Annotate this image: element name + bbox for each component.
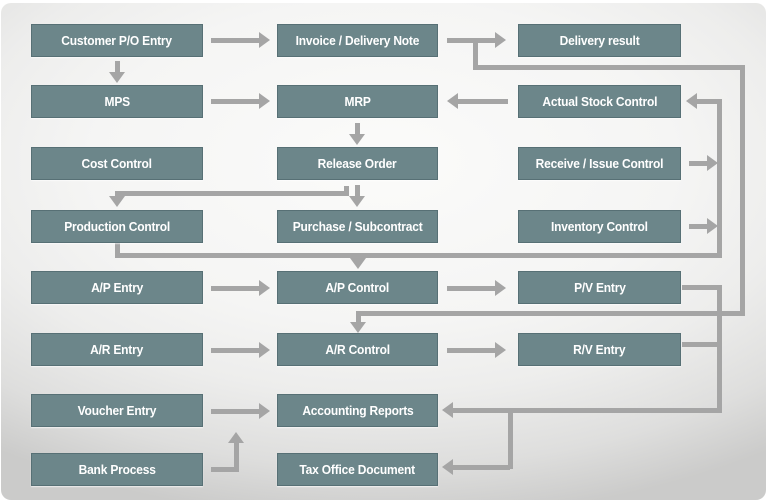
edge-po-mps-segment bbox=[115, 61, 120, 72]
edge-receive-bus-arrowhead bbox=[707, 155, 718, 171]
edge-release-purchase-segment bbox=[355, 185, 360, 196]
node-label-actual-stock-control: Actual Stock Control bbox=[542, 94, 657, 109]
edge-mrp-release-segment bbox=[355, 123, 360, 134]
edge-release-production-arrowhead bbox=[109, 196, 125, 207]
bus-into-ap-arrowhead bbox=[350, 258, 366, 269]
node-label-invoice-delivery-note: Invoice / Delivery Note bbox=[295, 33, 420, 48]
edge-bank-voucher-arrowhead bbox=[228, 432, 244, 443]
node-production-control: Production Control bbox=[31, 210, 203, 243]
edge-bank-voucher-run bbox=[211, 467, 239, 472]
diagram-card: Customer P/O Entry Invoice / Delivery Not… bbox=[1, 3, 766, 500]
node-label-release-order: Release Order bbox=[318, 156, 397, 171]
node-label-rv-entry: R/V Entry bbox=[573, 342, 626, 357]
edge-po-invoice-segment bbox=[211, 38, 259, 43]
node-label-customer-po-entry: Customer P/O Entry bbox=[61, 33, 173, 48]
node-label-ap-entry: A/P Entry bbox=[90, 280, 144, 295]
node-invoice-delivery-note: Invoice / Delivery Note bbox=[277, 24, 438, 57]
edge-stock-mrp-arrowhead bbox=[447, 93, 458, 109]
edge-receive-bus-segment bbox=[689, 161, 707, 166]
node-label-voucher-entry: Voucher Entry bbox=[77, 403, 157, 418]
node-label-inventory-control: Inventory Control bbox=[551, 219, 648, 234]
node-label-ap-control: A/P Control bbox=[325, 280, 390, 295]
node-label-tax-office-document: Tax Office Document bbox=[299, 462, 416, 477]
edge-release-purchase-arrowhead bbox=[349, 196, 365, 207]
bus-right-vertical bbox=[717, 99, 722, 257]
edge-mps-mrp-segment bbox=[211, 99, 259, 104]
node-label-pv-entry: P/V Entry bbox=[573, 280, 626, 295]
node-label-ar-entry: A/R Entry bbox=[90, 342, 144, 357]
bus-lower-run bbox=[115, 253, 722, 258]
node-label-production-control: Production Control bbox=[64, 219, 170, 234]
node-customer-po-entry: Customer P/O Entry bbox=[31, 24, 203, 57]
edge-apcontrol-pv-arrowhead bbox=[495, 280, 506, 296]
node-cost-control: Cost Control bbox=[31, 147, 203, 180]
edge-invoice-ar-drop bbox=[473, 38, 478, 69]
edge-tax-branch-vertical bbox=[508, 408, 513, 469]
node-tax-office-document: Tax Office Document bbox=[277, 453, 438, 486]
edge-po-mps-arrowhead bbox=[109, 72, 125, 83]
edge-stock-mrp-segment bbox=[458, 99, 508, 104]
edge-apcontrol-pv-segment bbox=[447, 286, 495, 291]
edge-invoice-ar-left-run bbox=[356, 311, 745, 316]
edge-tax-branch-arrowhead bbox=[442, 459, 453, 475]
node-label-purchase-subcontract: Purchase / Subcontract bbox=[292, 219, 423, 234]
edge-release-production-run bbox=[115, 191, 349, 196]
bus-into-stock-arrowhead bbox=[686, 93, 697, 109]
edge-voucher-accounting-arrowhead bbox=[259, 403, 270, 419]
edge-mrp-release-arrowhead bbox=[349, 134, 365, 145]
node-label-accounting-reports: Accounting Reports bbox=[301, 403, 414, 418]
node-inventory-control: Inventory Control bbox=[518, 210, 681, 243]
node-delivery-result: Delivery result bbox=[518, 24, 681, 57]
node-pv-entry: P/V Entry bbox=[518, 271, 681, 304]
node-purchase-subcontract: Purchase / Subcontract bbox=[277, 210, 438, 243]
node-receive-issue-control: Receive / Issue Control bbox=[518, 147, 681, 180]
node-mrp: MRP bbox=[277, 85, 438, 118]
node-release-order: Release Order bbox=[277, 147, 438, 180]
node-ar-entry: A/R Entry bbox=[31, 333, 203, 366]
node-actual-stock-control: Actual Stock Control bbox=[518, 85, 681, 118]
edge-voucher-accounting-segment bbox=[211, 409, 259, 414]
edge-tax-branch-run bbox=[453, 465, 510, 470]
edge-bank-voucher-vertical bbox=[234, 443, 239, 472]
edge-apentry-apcontrol-arrowhead bbox=[259, 280, 270, 296]
node-ap-control: A/P Control bbox=[277, 271, 438, 304]
edge-invoice-delivery-segment bbox=[447, 38, 495, 43]
edge-mps-mrp-arrowhead bbox=[259, 93, 270, 109]
node-bank-process: Bank Process bbox=[31, 453, 203, 486]
edge-invoice-ar-right-run bbox=[740, 65, 745, 316]
edge-into-accounting-arrowhead bbox=[442, 402, 453, 418]
edge-arcontrol-rv-segment bbox=[447, 348, 495, 353]
edge-arentry-arcontrol-segment bbox=[211, 348, 259, 353]
edge-inventory-bus-segment bbox=[689, 224, 707, 229]
edge-into-accounting-run bbox=[453, 408, 722, 413]
bus-production-stub bbox=[115, 243, 120, 253]
edge-invoice-delivery-arrowhead bbox=[495, 32, 506, 48]
node-voucher-entry: Voucher Entry bbox=[31, 394, 203, 427]
edge-invoice-ar-stub bbox=[356, 311, 361, 322]
edge-arcontrol-rv-arrowhead bbox=[495, 342, 506, 358]
node-label-delivery-result: Delivery result bbox=[559, 33, 640, 48]
node-ar-control: A/R Control bbox=[277, 333, 438, 366]
node-label-mps: MPS bbox=[104, 94, 130, 109]
node-mps: MPS bbox=[31, 85, 203, 118]
edge-pv-stub bbox=[682, 285, 722, 290]
edge-pvrv-vertical bbox=[717, 285, 722, 412]
bus-into-stock-segment bbox=[697, 99, 722, 104]
edge-release-production-stub bbox=[344, 186, 349, 195]
node-label-receive-issue-control: Receive / Issue Control bbox=[535, 156, 664, 171]
edge-inventory-bus-arrowhead bbox=[707, 218, 718, 234]
edge-apentry-apcontrol-segment bbox=[211, 286, 259, 291]
node-rv-entry: R/V Entry bbox=[518, 333, 681, 366]
node-accounting-reports: Accounting Reports bbox=[277, 394, 438, 427]
node-ap-entry: A/P Entry bbox=[31, 271, 203, 304]
edge-arentry-arcontrol-arrowhead bbox=[259, 342, 270, 358]
node-label-ar-control: A/R Control bbox=[325, 342, 390, 357]
edge-po-invoice-arrowhead bbox=[259, 32, 270, 48]
edge-invoice-ar-top-run bbox=[473, 65, 745, 70]
edge-invoice-ar-arrowhead bbox=[350, 322, 366, 333]
node-label-bank-process: Bank Process bbox=[78, 462, 156, 477]
node-label-mrp: MRP bbox=[344, 94, 371, 109]
edge-rv-stub bbox=[682, 342, 722, 347]
node-label-cost-control: Cost Control bbox=[81, 156, 153, 171]
